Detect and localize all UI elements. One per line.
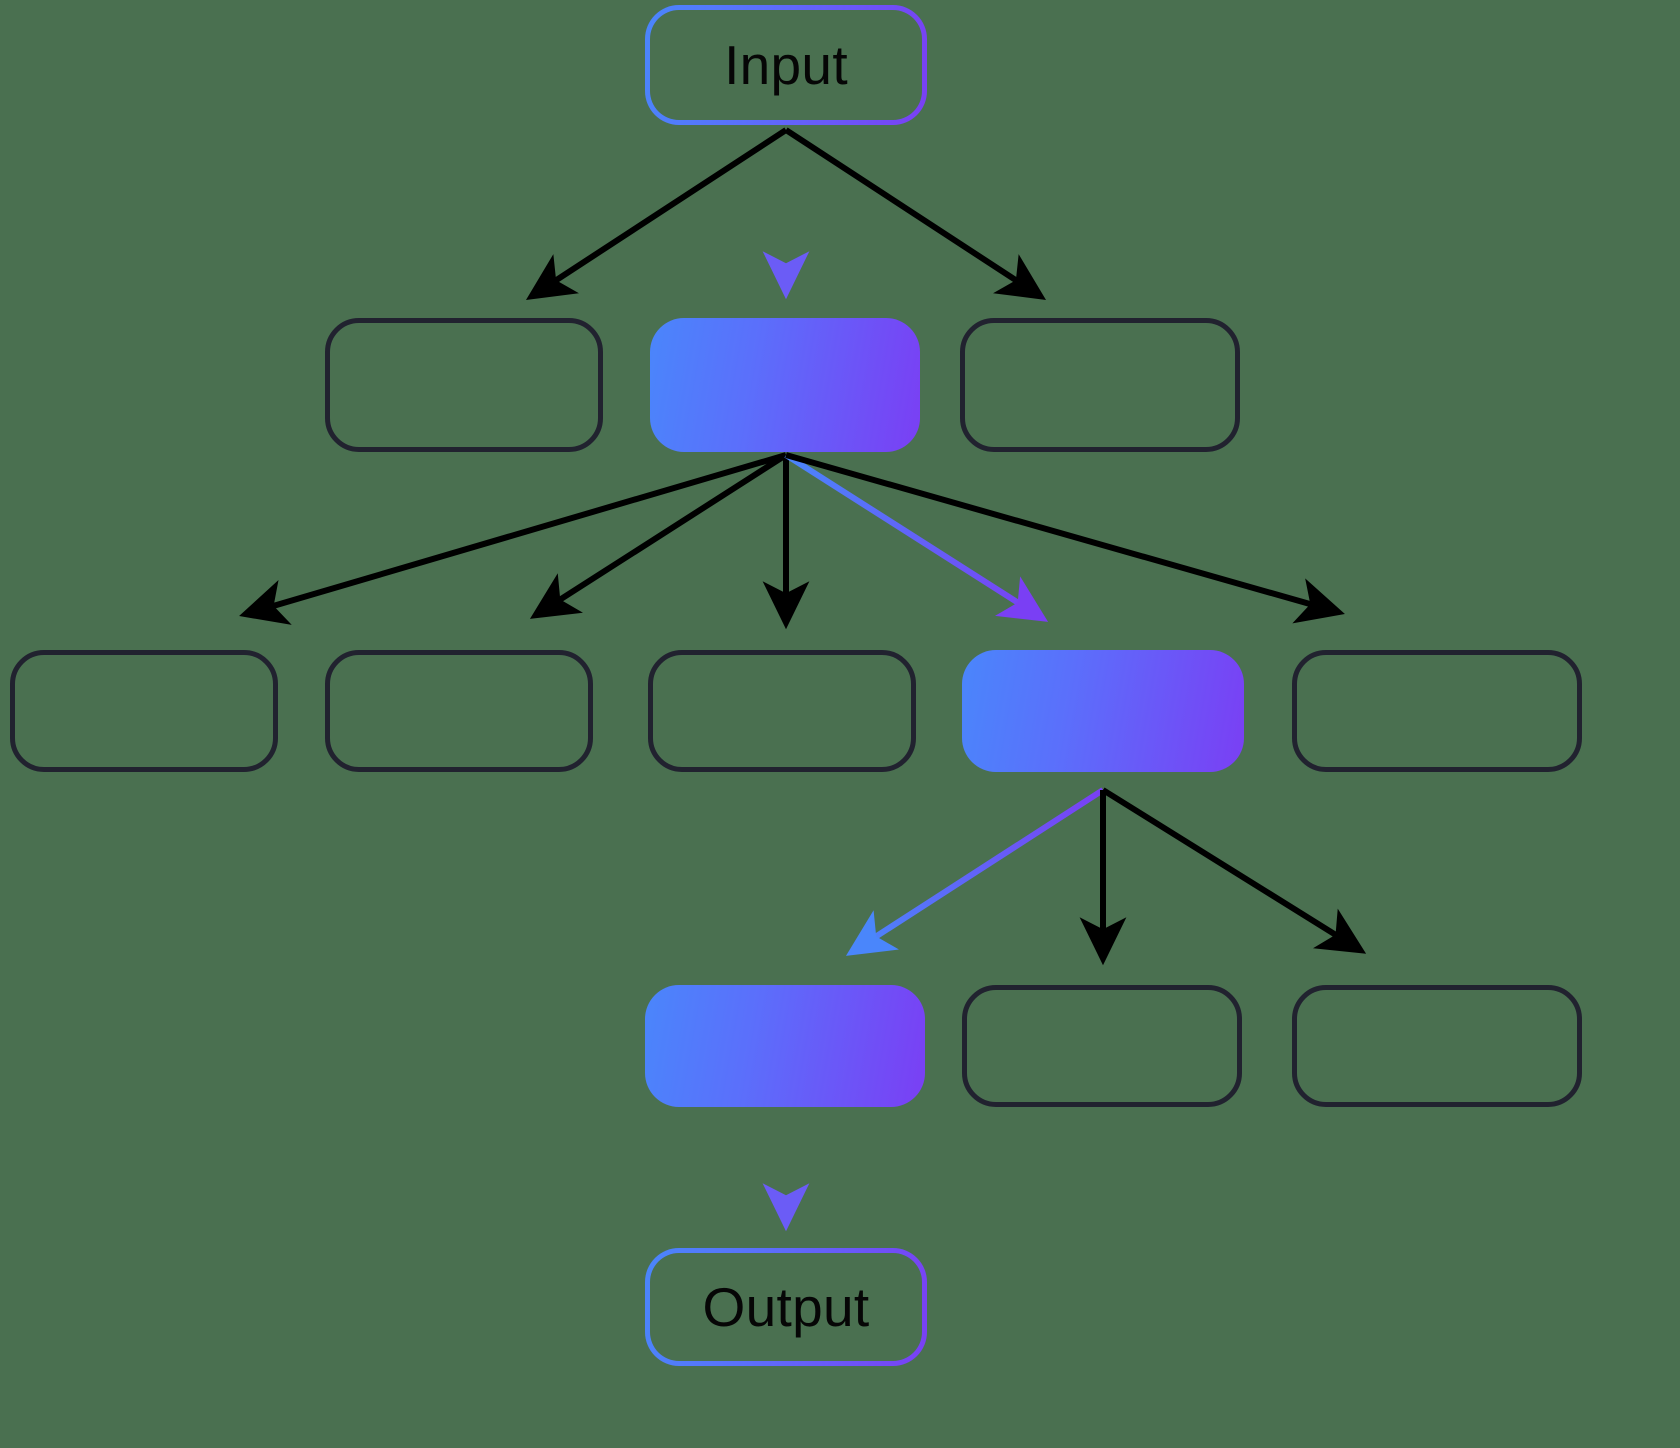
node-n1c[interactable] xyxy=(960,318,1240,452)
node-n2b[interactable] xyxy=(325,650,593,772)
node-n3c[interactable] xyxy=(1292,985,1582,1107)
edge-n2d-to-n3c xyxy=(1101,787,1367,954)
node-label-input: Input xyxy=(724,33,848,96)
edge-n1b-to-n2a xyxy=(239,452,787,625)
edge-n1b-to-n2e xyxy=(785,452,1345,624)
edge-n1b-to-n2b xyxy=(529,452,788,619)
node-n2c[interactable] xyxy=(648,650,916,772)
node-n2d[interactable] xyxy=(962,650,1244,772)
node-n2a[interactable] xyxy=(10,650,278,772)
edge-input-to-n1c xyxy=(784,127,1047,300)
node-label-output: Output xyxy=(702,1275,870,1338)
node-n3a[interactable] xyxy=(645,985,925,1107)
node-output[interactable]: Output xyxy=(645,1248,927,1366)
node-n1a[interactable] xyxy=(325,318,603,452)
edge-n1b-to-n2d xyxy=(784,452,1049,622)
node-n2e[interactable] xyxy=(1292,650,1582,772)
edge-n2d-to-n3a xyxy=(845,787,1105,956)
edge-input-to-n1a xyxy=(525,127,788,300)
node-input[interactable]: Input xyxy=(645,5,927,125)
node-n1b[interactable] xyxy=(650,318,920,452)
node-n3b[interactable] xyxy=(962,985,1242,1107)
